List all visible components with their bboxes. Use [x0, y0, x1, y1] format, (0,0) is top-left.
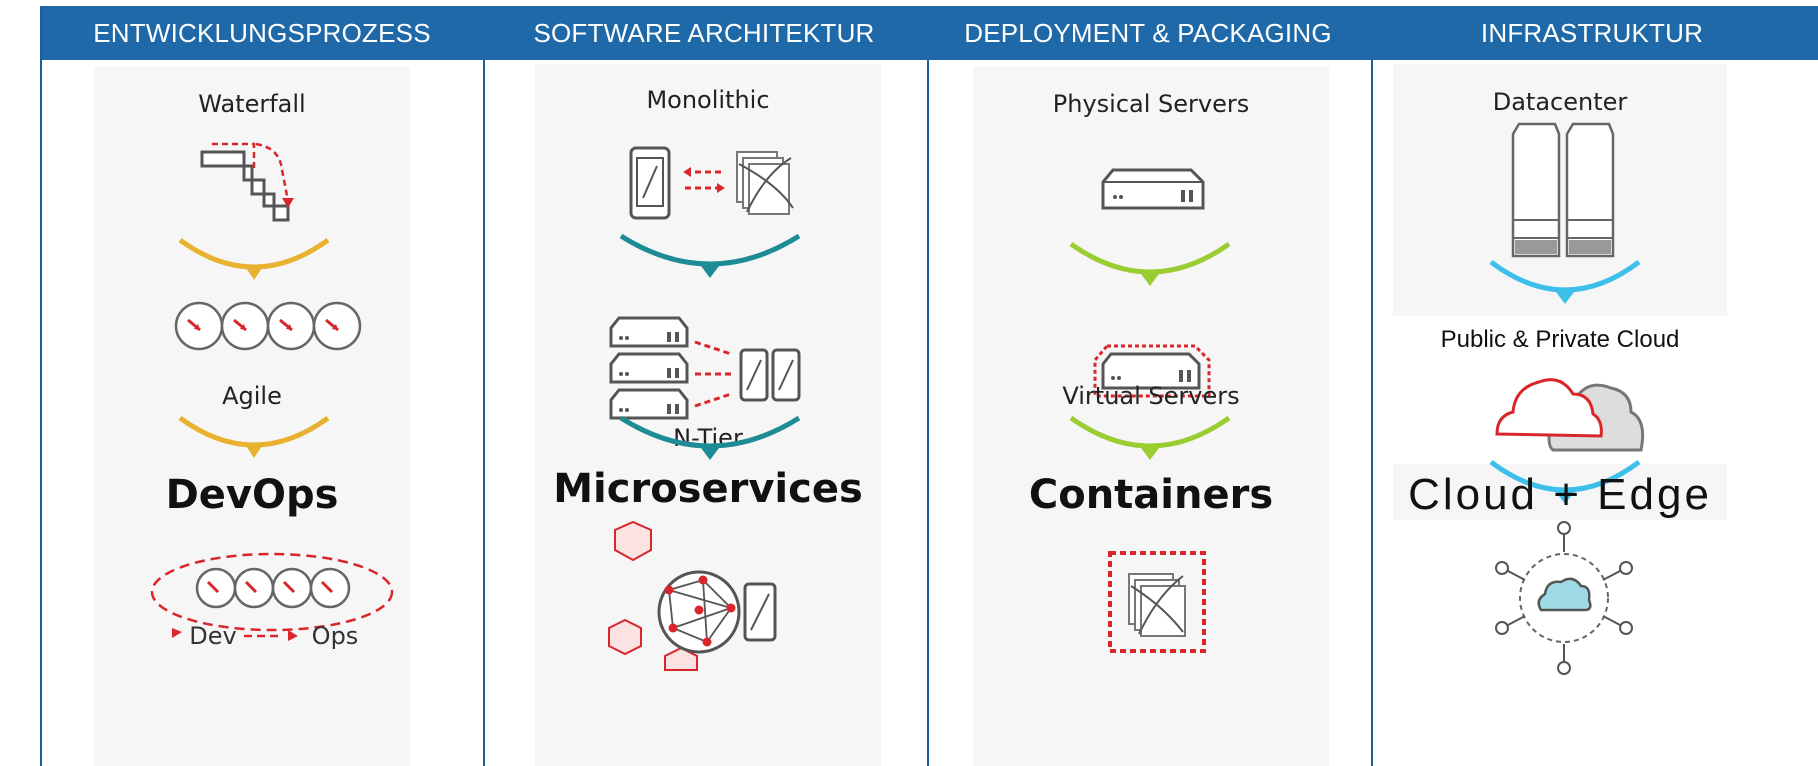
label-cloud-edge: Cloud + Edge — [1408, 470, 1712, 519]
label-public-private-cloud: Public & Private Cloud — [1440, 326, 1680, 353]
virtual-server-icon — [1093, 344, 1211, 398]
header-deployment-packaging: DEPLOYMENT & PACKAGING — [964, 18, 1332, 48]
server-stack-icon — [609, 316, 801, 420]
label-dev: Dev — [189, 622, 237, 650]
container-icon — [1108, 551, 1206, 653]
header-infrastruktur: INFRASTRUKTUR — [1480, 18, 1704, 48]
deploy-arc-1-icon — [1069, 241, 1231, 286]
column-entwicklungsprozess: Waterfall Agile DevOps — [42, 60, 485, 766]
label-microservices: Microservices — [553, 466, 863, 512]
arch-arc-2-icon — [619, 415, 801, 460]
header-row: ENTWICKLUNGSPROZESS SOFTWARE ARCHITEKTUR… — [42, 6, 1818, 60]
server-icon — [1101, 168, 1205, 210]
waterfall-steps-icon — [200, 142, 294, 222]
column-software-architektur: Monolithic — [485, 60, 929, 766]
label-containers: Containers — [1028, 472, 1274, 518]
label-monolithic: Monolithic — [646, 86, 770, 114]
datacenter-servers-icon — [1511, 122, 1615, 258]
arch-arc-1-icon — [619, 233, 801, 278]
iteration-circles-icon — [174, 301, 362, 351]
label-waterfall: Waterfall — [198, 90, 306, 118]
dev-arc-1-icon — [178, 237, 330, 280]
infra-arc-2-icon — [1489, 460, 1641, 504]
label-physical-servers: Physical Servers — [1052, 90, 1250, 118]
header-entwicklungsprozess: ENTWICKLUNGSPROZESS — [93, 18, 431, 48]
column-deployment-packaging: Physical Servers Virtual Servers Contain… — [929, 60, 1373, 766]
monolithic-icon — [629, 146, 794, 220]
column-infrastruktur: Datacenter Public & Private Cloud Cloud … — [1373, 60, 1818, 766]
evolution-table: ENTWICKLUNGSPROZESS SOFTWARE ARCHITEKTUR… — [40, 6, 1818, 766]
infra-arc-1-icon — [1489, 260, 1641, 304]
clouds-icon — [1495, 378, 1645, 452]
label-virtual-servers: Virtual Servers — [1062, 382, 1240, 410]
devops-loop-icon — [150, 552, 394, 641]
header-software-architektur: SOFTWARE ARCHITEKTUR — [533, 18, 875, 48]
deploy-arc-2-icon — [1069, 415, 1231, 460]
label-datacenter: Datacenter — [1492, 88, 1628, 116]
label-agile: Agile — [222, 382, 282, 410]
edge-cloud-icon — [1495, 521, 1633, 675]
label-devops: DevOps — [165, 472, 339, 518]
label-ops: Ops — [311, 622, 359, 650]
microservices-network-icon — [608, 520, 777, 671]
dev-arc-2-icon — [178, 415, 330, 458]
